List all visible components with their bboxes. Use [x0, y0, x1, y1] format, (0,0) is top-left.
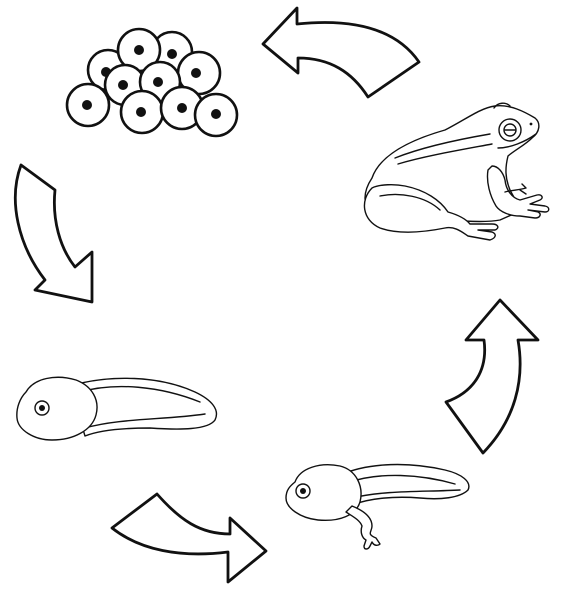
- egg: [67, 84, 109, 126]
- tadpole-with-legs: [286, 465, 469, 549]
- arrow-froglet-to-frog: [446, 300, 538, 453]
- arrow-tadpole-to-froglet: [112, 494, 266, 582]
- egg: [195, 94, 237, 136]
- egg: [121, 91, 163, 133]
- frog-eye: [499, 119, 521, 141]
- arrow-eggs-to-tadpole: [15, 165, 92, 302]
- adult-frog: [364, 103, 548, 240]
- egg-cluster: [67, 29, 237, 136]
- arrow-frog-to-eggs: [263, 8, 419, 97]
- tadpole: [17, 377, 217, 440]
